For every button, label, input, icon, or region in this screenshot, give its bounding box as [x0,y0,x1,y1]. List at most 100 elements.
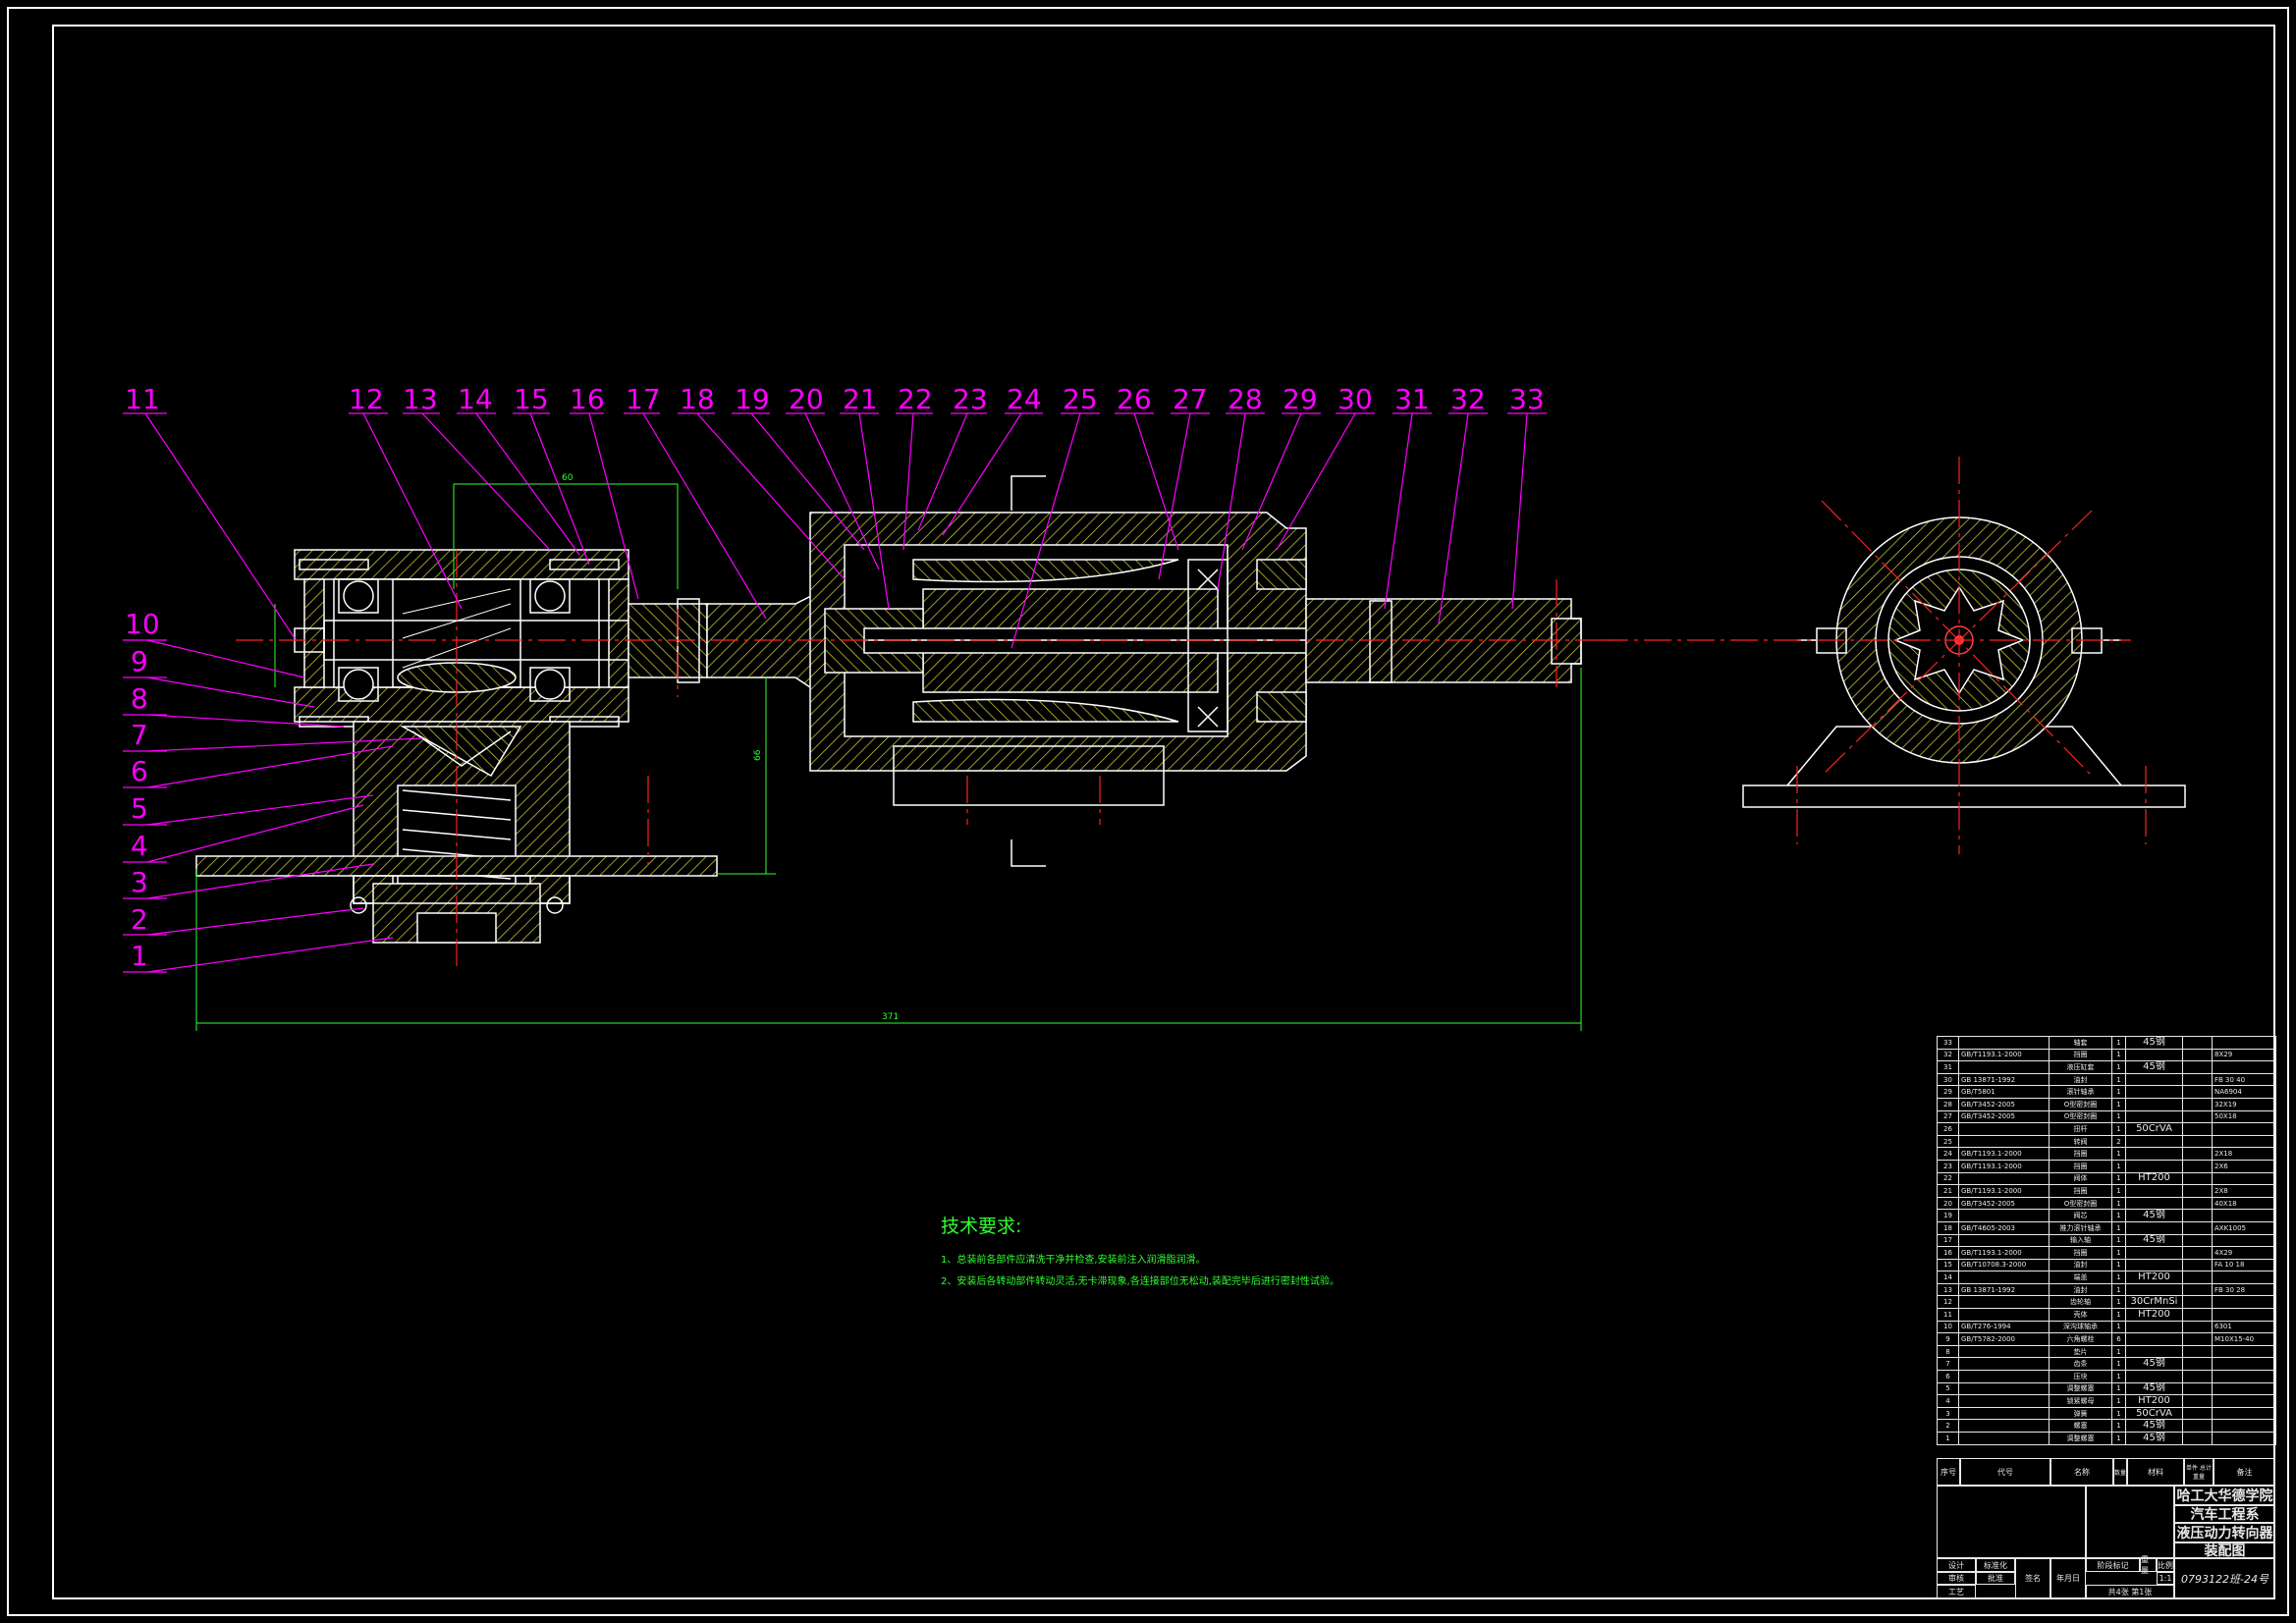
bom-qty: 1 [2111,1147,2126,1161]
bom-name: 挡圈 [2049,1246,2112,1260]
bom-note [2212,1209,2276,1222]
approve-label: 批准 [1976,1572,2015,1585]
bom-no: 21 [1937,1184,1959,1198]
bom-name: 深沟球轴承 [2049,1320,2112,1334]
bom-note [2212,1134,2276,1149]
bom-weight [2182,1320,2213,1334]
bom-name: 壳体 [2049,1308,2112,1322]
part-label-32: 32 [1450,383,1486,415]
bom-no: 7 [1937,1357,1959,1372]
bom-note: NA6904 [2212,1085,2276,1099]
bom-code [1958,1134,2050,1149]
bom-note [2212,1419,2276,1433]
part-label-22: 22 [898,383,933,415]
bom-note [2212,1432,2276,1445]
bom-name: 弹簧 [2049,1406,2112,1421]
bom-note [2212,1406,2276,1421]
bom-no: 25 [1937,1134,1959,1149]
part-label-18: 18 [680,383,715,415]
bom-name: 输入轴 [2049,1233,2112,1248]
tech-req-title: 技术要求: [941,1216,1022,1237]
bom-material: 45钢 [2125,1036,2183,1050]
bom-qty: 1 [2111,1406,2126,1421]
part-label-1: 1 [131,940,148,972]
bom-no: 1 [1937,1432,1959,1445]
bom-note [2212,1357,2276,1372]
bom-qty: 1 [2111,1271,2126,1284]
bom-note: FA 10 18 [2212,1258,2276,1272]
bom-name: O型密封圈 [2049,1097,2112,1111]
bom-note: 2X8 [2212,1184,2276,1198]
sign-label: 签名 [2015,1558,2050,1598]
part-label-2: 2 [131,903,148,936]
bom-code [1958,1308,2050,1322]
bom-name: 轴套 [2049,1036,2112,1050]
section-view [1742,516,2186,808]
bom-note: FB 30 40 [2212,1072,2276,1087]
bom-material: 45钢 [2125,1209,2183,1222]
bom-note [2212,1036,2276,1050]
section-arrows [1011,475,1046,867]
bom-weight [2182,1394,2213,1408]
bom-no: 11 [1937,1308,1959,1322]
bom-note: AXK1005 [2212,1220,2276,1235]
bom-qty: 1 [2111,1308,2126,1322]
bom-name: 端盖 [2049,1271,2112,1284]
drawing-name: 液压动力转向器 [2174,1523,2275,1542]
bom-weight [2182,1271,2213,1284]
bom-weight [2182,1282,2213,1297]
bom-note [2212,1394,2276,1408]
bom-qty: 1 [2111,1320,2126,1334]
part-label-30: 30 [1338,383,1373,415]
bom-code [1958,1036,2050,1050]
bom-code: GB/T4605-2003 [1958,1220,2050,1235]
bom-weight [2182,1370,2213,1383]
part-label-25: 25 [1063,383,1098,415]
bom-material [2125,1246,2183,1260]
bom-no: 18 [1937,1220,1959,1235]
bom-no: 4 [1937,1394,1959,1408]
bom-note: 40X18 [2212,1196,2276,1211]
bom-no: 29 [1937,1085,1959,1099]
bom-no: 3 [1937,1406,1959,1421]
bom-name: 挡圈 [2049,1184,2112,1198]
bom-qty: 1 [2111,1072,2126,1087]
bom-material [2125,1159,2183,1173]
bom-name: 推力滚针轴承 [2049,1220,2112,1235]
part-label-31: 31 [1394,383,1430,415]
bom-no: 24 [1937,1147,1959,1161]
bom-name: 挡圈 [2049,1147,2112,1161]
bom-code [1958,1370,2050,1383]
bom-name: 压块 [2049,1370,2112,1383]
standard-label: 标准化 [1976,1558,2015,1572]
stage-label: 阶段标记 [2086,1558,2140,1572]
bom-note [2212,1060,2276,1074]
bom-qty: 1 [2111,1209,2126,1222]
bom-code [1958,1381,2050,1396]
bom-no: 22 [1937,1171,1959,1186]
bom-material: 45钢 [2125,1432,2183,1445]
bom-qty: 1 [2111,1109,2126,1124]
part-label-13: 13 [403,383,438,415]
bom-qty: 1 [2111,1432,2126,1445]
bom-qty: 1 [2111,1220,2126,1235]
bom-material: 45钢 [2125,1381,2183,1396]
bom-header-qty: 数量 [2113,1458,2127,1486]
bom-code: GB/T1193.1-2000 [1958,1048,2050,1062]
bom-material [2125,1097,2183,1111]
bom-no: 17 [1937,1233,1959,1248]
